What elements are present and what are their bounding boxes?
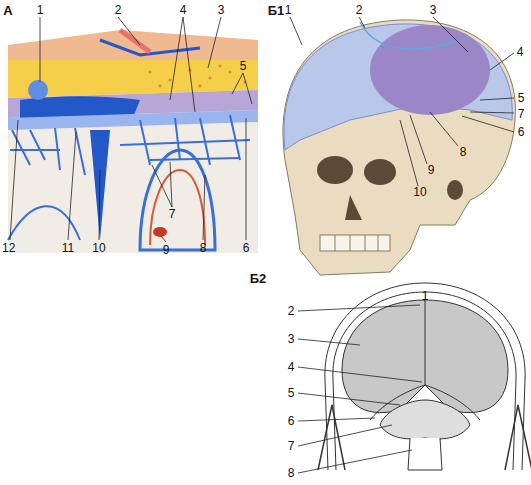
callout-number: 7 — [518, 108, 525, 120]
callout-number: 2 — [115, 4, 122, 16]
callout-number: 2 — [356, 4, 363, 16]
callout-number: 4 — [288, 361, 295, 373]
callout-number: 8 — [200, 242, 207, 254]
callout-number: 6 — [518, 126, 525, 138]
callout-number: 1 — [422, 290, 429, 302]
meninges-section — [8, 30, 258, 253]
callout-number: 3 — [430, 4, 437, 16]
callout-number: 2 — [288, 305, 295, 317]
callout-number: 7 — [288, 440, 295, 452]
callout-number: 1 — [285, 4, 292, 16]
callout-number: 10 — [92, 242, 105, 254]
callout-number: 3 — [288, 333, 295, 345]
leader-lines-b1 — [290, 17, 514, 186]
callout-number: 4 — [517, 46, 524, 58]
callout-number: 4 — [180, 4, 187, 16]
panel-letter: А — [3, 4, 12, 17]
callout-number: 5 — [518, 92, 525, 104]
callout-number: 7 — [169, 208, 176, 220]
panel-letter: Б1 — [268, 4, 285, 17]
coronal-scheme — [318, 283, 531, 470]
callout-number: 9 — [428, 164, 435, 176]
callout-number: 8 — [288, 467, 295, 479]
callout-number: 5 — [240, 60, 247, 72]
skull-dura — [283, 20, 515, 275]
callout-number: 1 — [37, 4, 44, 16]
leader-lines-a — [10, 17, 252, 242]
callout-number: 3 — [218, 4, 225, 16]
leader-lines-b2 — [298, 305, 422, 473]
callout-number: 6 — [243, 242, 250, 254]
panel-letter: Б2 — [250, 272, 267, 285]
callout-number: 10 — [413, 186, 426, 198]
callout-number: 8 — [460, 146, 467, 158]
callout-number: 12 — [2, 242, 15, 254]
callout-number: 11 — [62, 242, 74, 254]
callout-number: 5 — [288, 387, 295, 399]
callout-number: 6 — [288, 415, 295, 427]
callout-number: 9 — [163, 244, 170, 256]
